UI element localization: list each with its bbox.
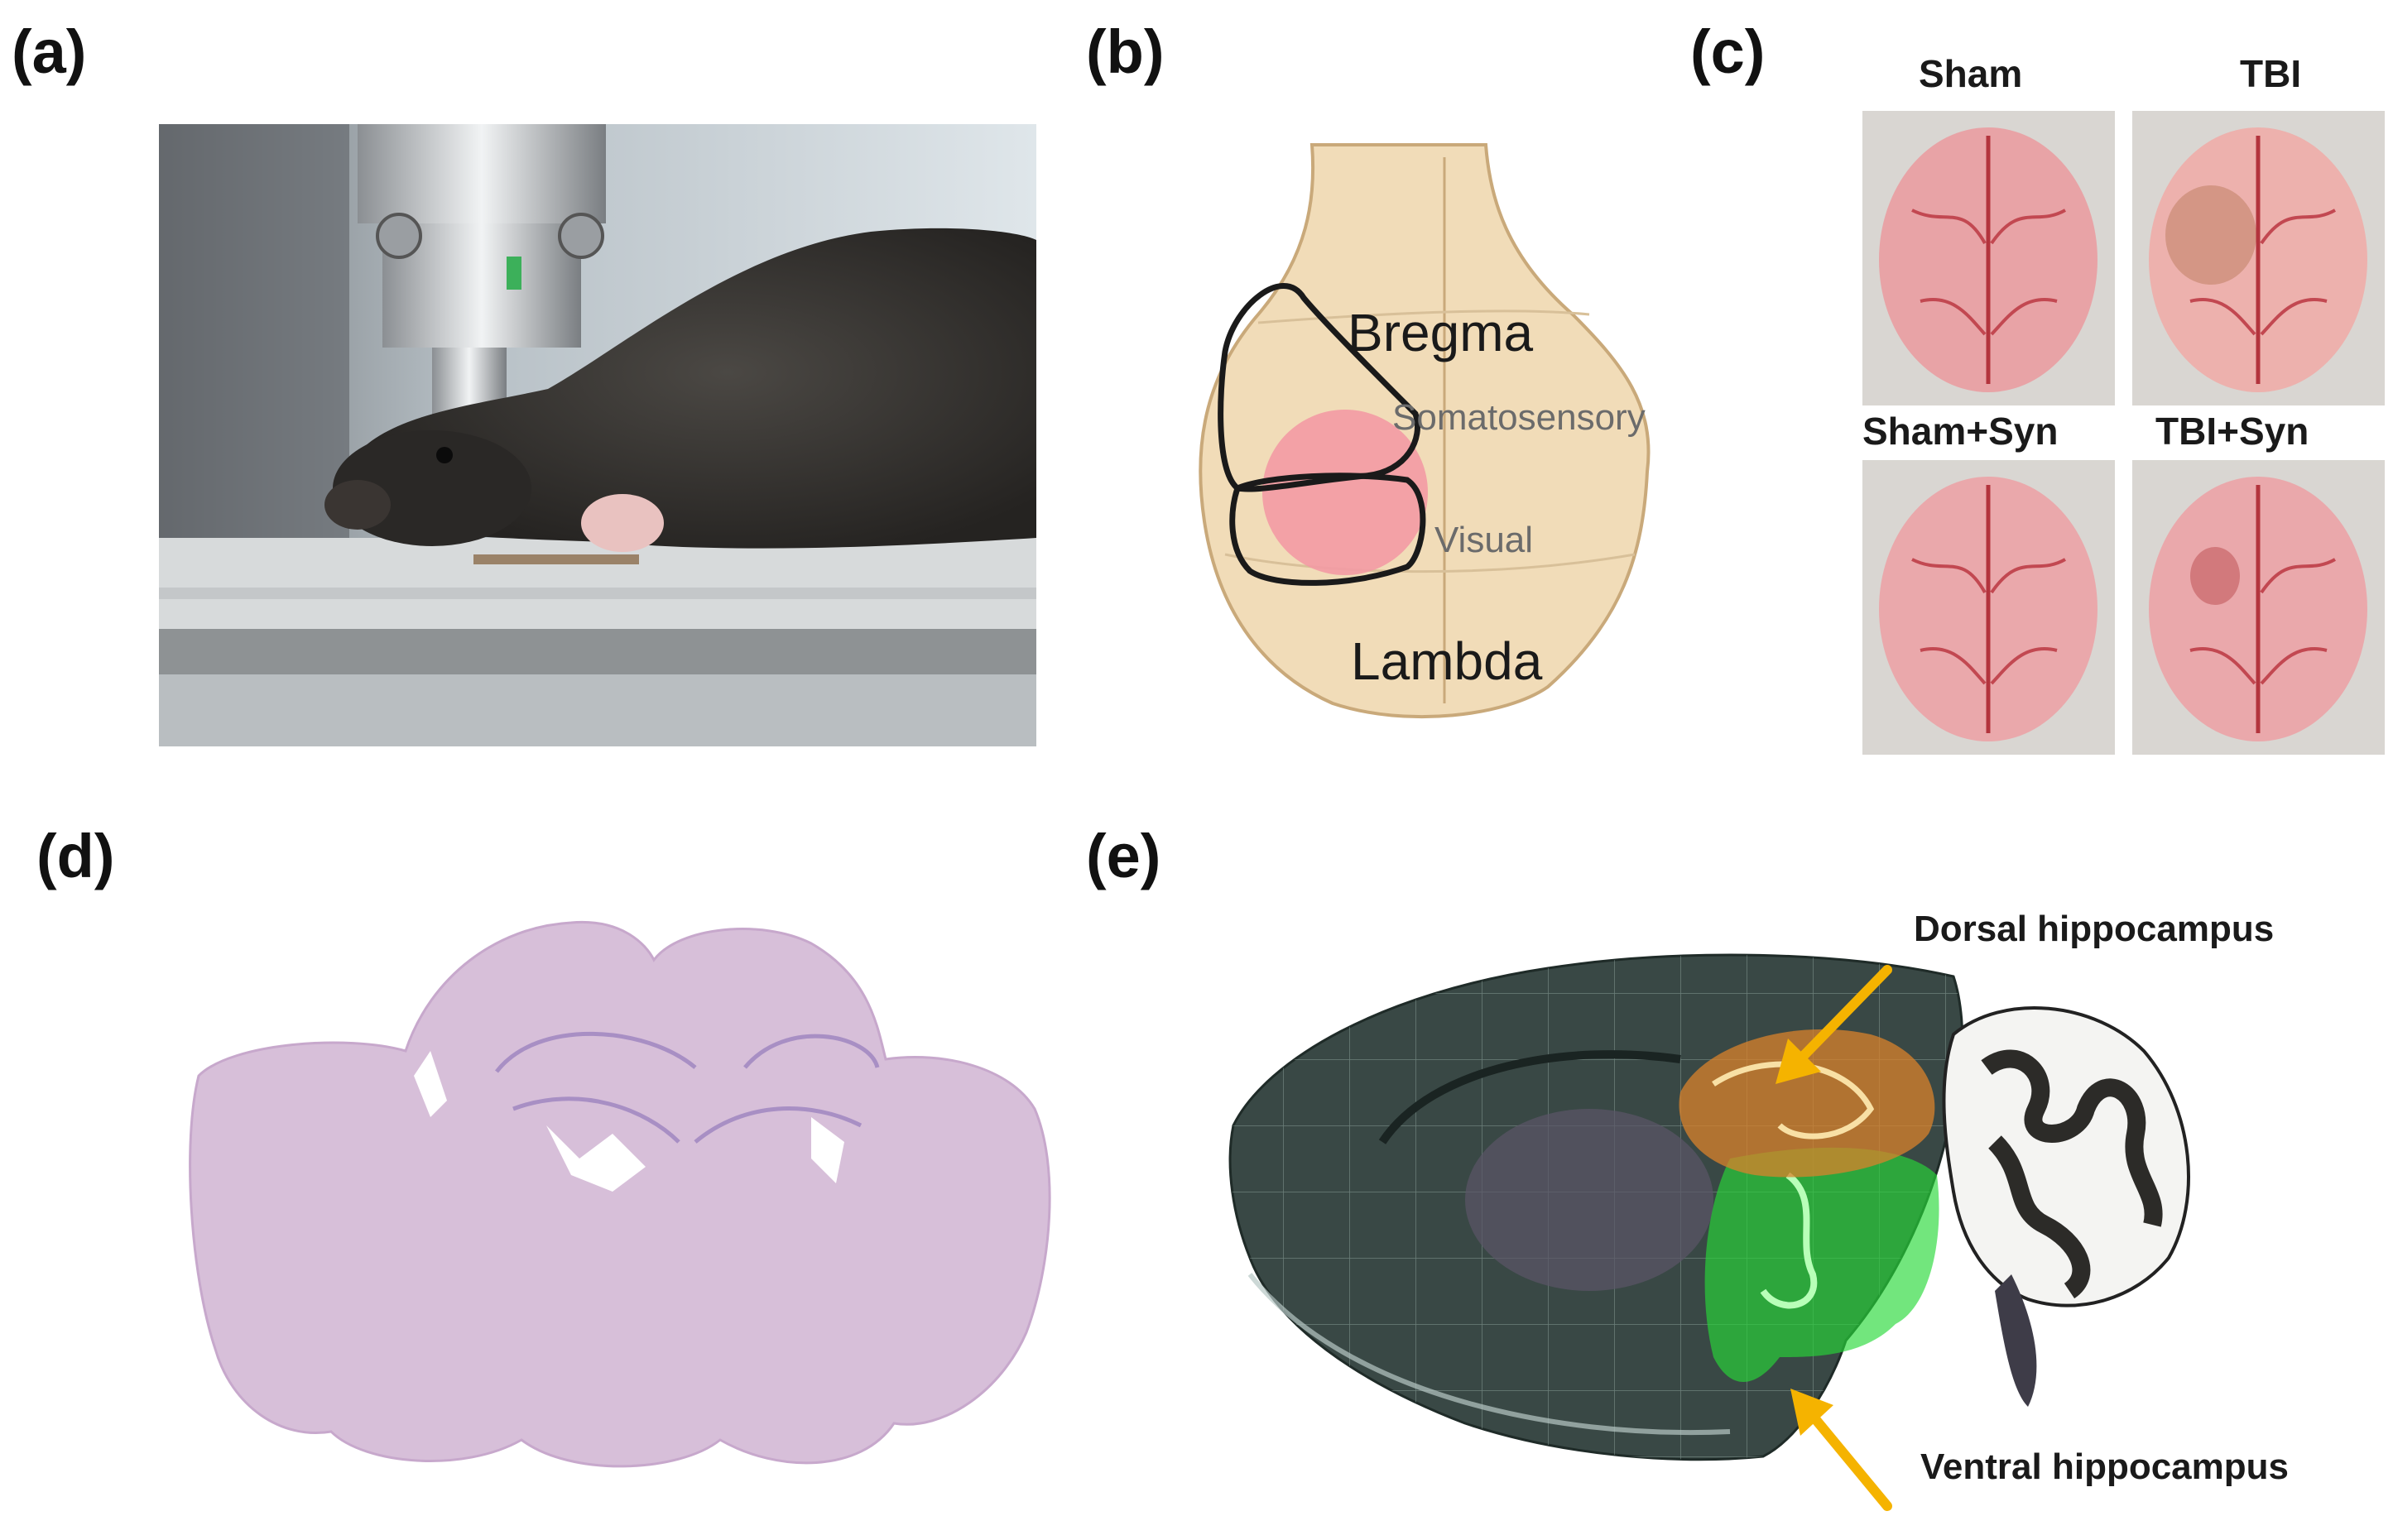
panel-letter-b: (b) — [1086, 17, 1165, 86]
somatosensory-outline — [1218, 283, 1420, 492]
panel-a-photo — [159, 124, 1036, 746]
impact-site-circle — [1262, 410, 1428, 575]
label-bregma: Bregma — [1348, 303, 1534, 362]
label-lambda: Lambda — [1351, 631, 1543, 691]
ventral-hippocampus-region — [1704, 1147, 1939, 1382]
panel-letter-e: (e) — [1086, 822, 1161, 890]
panel-b-skull-diagram: Bregma Somatosensory Visual Lambda — [1159, 124, 1722, 753]
label-sham-syn: Sham+Syn — [1862, 410, 2059, 453]
brain-photo-tbi — [2132, 111, 2385, 405]
sagittal-brain-image — [1228, 953, 2190, 1511]
brain-photo-sham — [1862, 111, 2115, 405]
skull-diagram — [1199, 143, 1651, 719]
panel-d-coronal-section — [182, 894, 1060, 1506]
dorsal-arrow-icon — [1776, 965, 1892, 1084]
brain-photo-sham-syn — [1862, 460, 2115, 755]
label-tbi: TBI — [2240, 52, 2302, 95]
visual-outline — [1229, 473, 1426, 586]
coronal-section-tissue — [189, 920, 1051, 1468]
brain-photo-tbi-syn — [2132, 460, 2385, 755]
label-visual: Visual — [1434, 520, 1534, 560]
panel-letter-a: (a) — [12, 17, 87, 86]
label-sham: Sham — [1919, 52, 2023, 95]
label-ventral-hippocampus: Ventral hippocampus — [1920, 1446, 2289, 1487]
label-dorsal-hippocampus: Dorsal hippocampus — [1914, 909, 2275, 949]
label-somatosensory: Somatosensory — [1392, 397, 1646, 438]
panel-letter-c: (c) — [1690, 17, 1766, 86]
panel-e-sagittal-brain — [1217, 927, 2243, 1523]
label-tbi-syn: TBI+Syn — [2155, 410, 2309, 453]
ventral-arrow-icon — [1790, 1389, 1892, 1511]
mouse-impactor-photo — [159, 124, 1036, 746]
dorsal-hippocampus-region — [1679, 1029, 1935, 1178]
panel-letter-d: (d) — [36, 822, 115, 890]
